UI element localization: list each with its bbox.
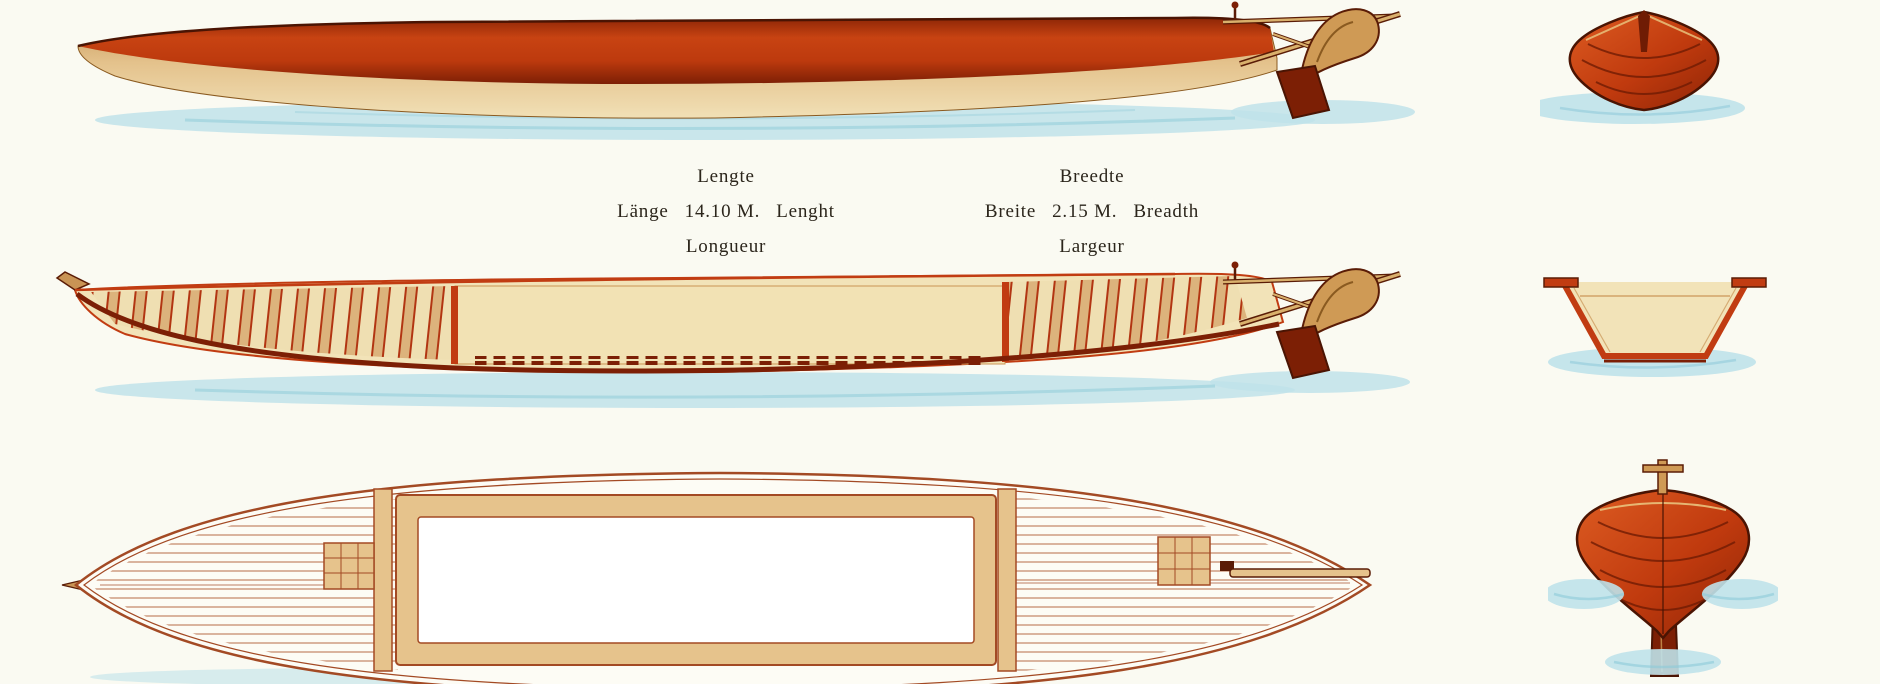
length-label-german: Länge xyxy=(617,201,669,222)
hull-inner-line xyxy=(83,478,1364,684)
tiller-pole xyxy=(1642,459,1684,495)
hull xyxy=(77,16,1278,119)
hold-post xyxy=(1002,282,1009,362)
inner-line xyxy=(1573,287,1611,353)
tiller-pivot xyxy=(1220,561,1234,571)
length-label-value-row: Länge 14.10 M. Lenght xyxy=(617,201,835,223)
stem-post xyxy=(1638,10,1650,52)
deck-beam xyxy=(997,488,1017,672)
keel-line xyxy=(75,291,1280,374)
stern-gear xyxy=(1223,262,1400,379)
stern-gear xyxy=(1223,2,1400,119)
gunwale-cap xyxy=(1543,277,1579,288)
plank-line xyxy=(1595,81,1693,95)
side-elevation-figure xyxy=(77,0,1415,140)
hull xyxy=(1568,10,1720,112)
hull-section xyxy=(55,271,1285,374)
breadth-label-dutch: Breedte xyxy=(1059,166,1125,187)
plank-line xyxy=(1587,43,1701,59)
hull xyxy=(1575,488,1751,640)
length-label-french: Longueur xyxy=(685,236,767,257)
cargo-hold xyxy=(395,494,997,666)
deck-plan-figure xyxy=(61,471,1373,684)
hull-topside xyxy=(78,17,1274,85)
breadth-label-value-row: Breite 2.15 M. Breadth xyxy=(985,201,1199,223)
breadth-label-german: Breite xyxy=(984,201,1037,222)
breadth-label-english: Breadth xyxy=(1133,201,1200,222)
length-labels: Lengte Länge 14.10 M. Lenght Longueur xyxy=(556,166,896,258)
deck-hatch xyxy=(323,542,375,590)
bow-end-view-figure xyxy=(1540,10,1745,124)
gunwale-cap xyxy=(1731,277,1767,288)
stem-piece xyxy=(55,271,91,291)
breadth-label-french: Largeur xyxy=(1059,236,1125,257)
water xyxy=(1548,579,1778,675)
midship-cross-section-figure xyxy=(1543,277,1767,377)
hull-frames xyxy=(91,286,455,360)
tiller-pole xyxy=(1229,568,1371,578)
gunwale-line xyxy=(74,272,1176,292)
water xyxy=(95,371,1410,408)
breadth-labels: Breedte Breite 2.15 M. Breadth Largeur xyxy=(922,166,1262,258)
hull-body xyxy=(1568,10,1720,112)
deck-beam xyxy=(373,488,393,672)
cargo-hold xyxy=(454,285,1006,365)
inner-line xyxy=(1699,287,1737,353)
length-value: 14.10 M. xyxy=(684,201,761,222)
stern-end-view-figure xyxy=(1548,459,1778,677)
length-label-english: Lenght xyxy=(776,201,835,222)
cross-section xyxy=(1543,277,1767,363)
breadth-value: 2.15 M. xyxy=(1052,201,1118,222)
length-label-dutch: Lengte xyxy=(697,166,755,187)
hold-post xyxy=(451,286,458,364)
section-interior xyxy=(1560,282,1750,358)
longitudinal-section-figure xyxy=(55,260,1410,408)
plank-line xyxy=(1581,59,1707,78)
hull-frames xyxy=(1005,276,1247,360)
section-sides xyxy=(1561,282,1749,359)
floor-timbers xyxy=(475,356,985,365)
deck-hatch xyxy=(1157,536,1211,586)
plan-hull xyxy=(61,471,1373,684)
